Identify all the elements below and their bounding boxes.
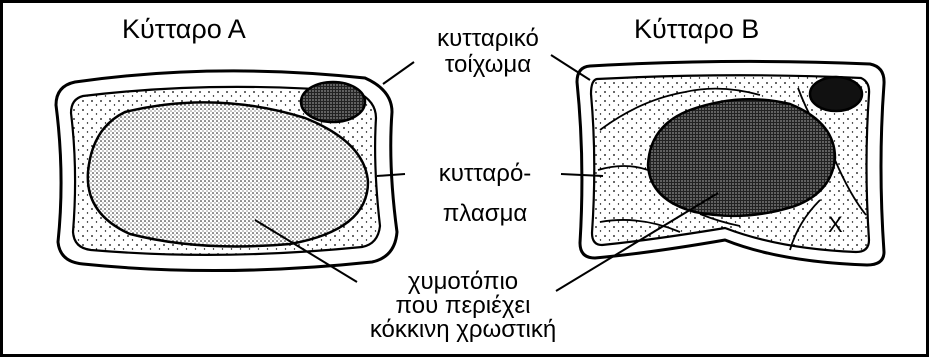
cell-wall-label-line: τοίχωμα	[418, 52, 558, 78]
vacuole-label-line: κόκκινη χρωστική	[333, 318, 593, 342]
cell-b-nucleus	[810, 77, 862, 111]
leader-line-cell-wall-a	[383, 62, 414, 84]
cell-wall-label: κυτταρικό τοίχωμα	[418, 26, 558, 78]
cell-wall-label-line: κυτταρικό	[418, 26, 558, 52]
vacuole-label-line: που περιέχει	[333, 294, 593, 318]
cell-b-vacuole	[648, 99, 835, 216]
cytoplasm-label: κυτταρό- πλασμα	[404, 154, 566, 234]
cell-a-title: Κύτταρο Α	[122, 14, 246, 44]
cytoplasm-label-line: πλασμα	[404, 194, 566, 234]
cell-b-title: Κύτταρο Β	[634, 14, 759, 44]
vacuole-label-line: χυμοτόπιο	[333, 270, 593, 294]
cell-a	[56, 71, 397, 271]
cytoplasm-label-line: κυτταρό-	[404, 154, 566, 194]
cell-a-nucleus	[301, 82, 365, 122]
x-mark-label: X	[828, 212, 843, 238]
vacuole-label: χυμοτόπιο που περιέχει κόκκινη χρωστική	[333, 270, 593, 342]
